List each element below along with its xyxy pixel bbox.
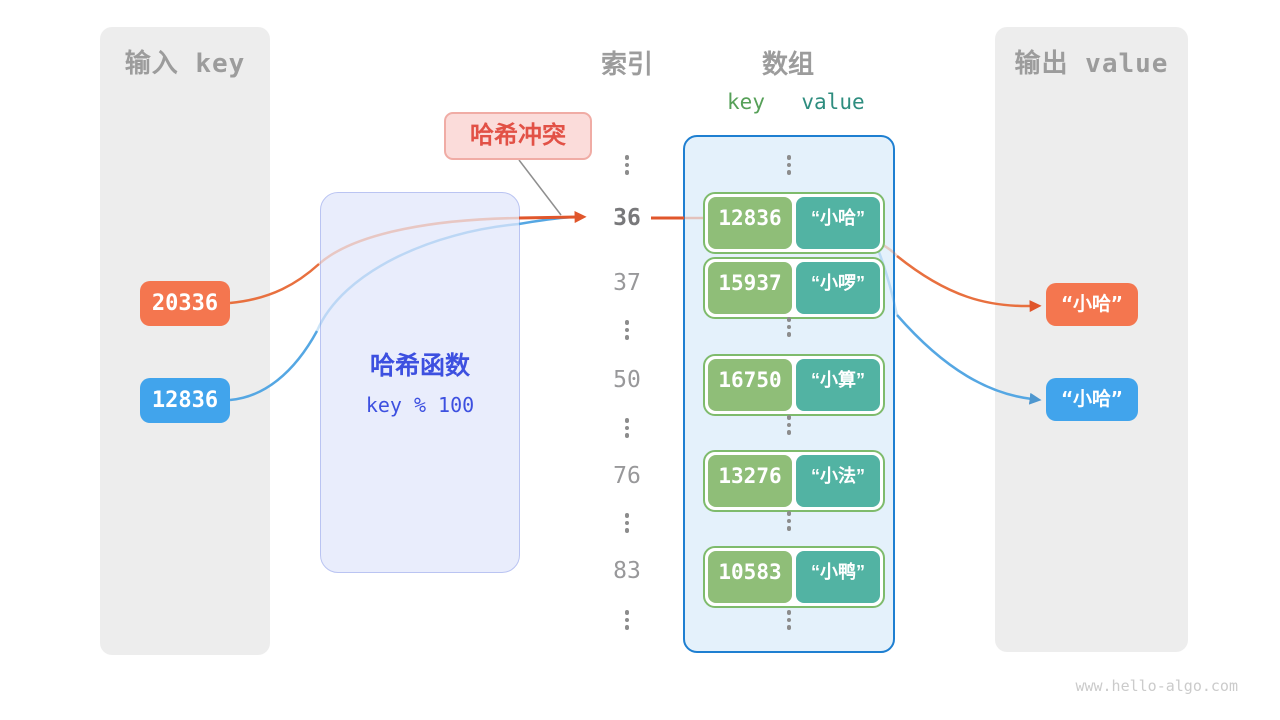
vertical-ellipsis: [785, 415, 793, 435]
input-key-panel: 输入 key: [100, 27, 270, 655]
hash-function-title: 哈希函数: [369, 352, 470, 380]
index-value-37: 37: [613, 270, 641, 296]
arrow-to-index-36: [518, 211, 587, 224]
array-row: 15937 “小啰”: [703, 257, 885, 319]
output-panel-title: 输出 value: [1014, 49, 1169, 79]
array-row: 16750 “小算”: [703, 354, 885, 416]
vertical-ellipsis: [623, 513, 631, 533]
blue-flow-line-faded: [315, 222, 520, 332]
array-key-header: key: [727, 90, 765, 114]
array-value-cell: “小算”: [796, 359, 880, 411]
index-column-header: 索引: [600, 50, 653, 80]
hash-function-formula: key % 100: [365, 393, 475, 417]
array-key-cell: 15937: [708, 262, 792, 314]
vertical-ellipsis: [623, 610, 631, 630]
index-value-36: 36: [613, 205, 641, 231]
hash-function-box: 哈希函数 key % 100: [320, 192, 520, 573]
array-value-cell: “小法”: [796, 455, 880, 507]
input-key-chip-blue: 12836: [140, 378, 230, 423]
hash-collision-label: 哈希冲突: [444, 112, 592, 160]
array-key-cell: 10583: [708, 551, 792, 603]
output-value-chip-orange: “小哈”: [1046, 283, 1138, 326]
collision-pointer-line: [518, 159, 562, 216]
blue-flow-line: [229, 330, 319, 402]
array-value-cell: “小鸭”: [796, 551, 880, 603]
vertical-ellipsis: [785, 317, 793, 337]
array-value-cell: “小啰”: [796, 262, 880, 314]
array-row: 12836 “小哈”: [703, 192, 885, 254]
index-value-76: 76: [613, 463, 641, 489]
index-value-83: 83: [613, 558, 641, 584]
vertical-ellipsis: [785, 610, 793, 630]
orange-flow-line: [229, 263, 320, 305]
blue-output-arrow: [896, 314, 1042, 405]
array-value-header: value: [801, 90, 865, 114]
input-panel-title: 输入 key: [124, 49, 246, 79]
array-key-cell: 13276: [708, 455, 792, 507]
vertical-ellipsis: [623, 320, 631, 340]
orange-output-arrow: [896, 255, 1042, 313]
vertical-ellipsis: [623, 155, 631, 175]
output-value-panel: 输出 value: [995, 27, 1188, 652]
watermark: www.hello-algo.com: [1075, 677, 1238, 695]
array-key-cell: 12836: [708, 197, 792, 249]
array-key-cell: 16750: [708, 359, 792, 411]
array-column-header: 数组: [761, 50, 814, 80]
vertical-ellipsis: [785, 511, 793, 531]
vertical-ellipsis: [623, 418, 631, 438]
array-row: 13276 “小法”: [703, 450, 885, 512]
orange-flow-line-faded: [318, 216, 520, 265]
output-value-chip-blue: “小哈”: [1046, 378, 1138, 421]
array-value-cell: “小哈”: [796, 197, 880, 249]
input-key-chip-orange: 20336: [140, 281, 230, 326]
index-value-50: 50: [613, 367, 641, 393]
vertical-ellipsis: [785, 155, 793, 175]
array-row: 10583 “小鸭”: [703, 546, 885, 608]
